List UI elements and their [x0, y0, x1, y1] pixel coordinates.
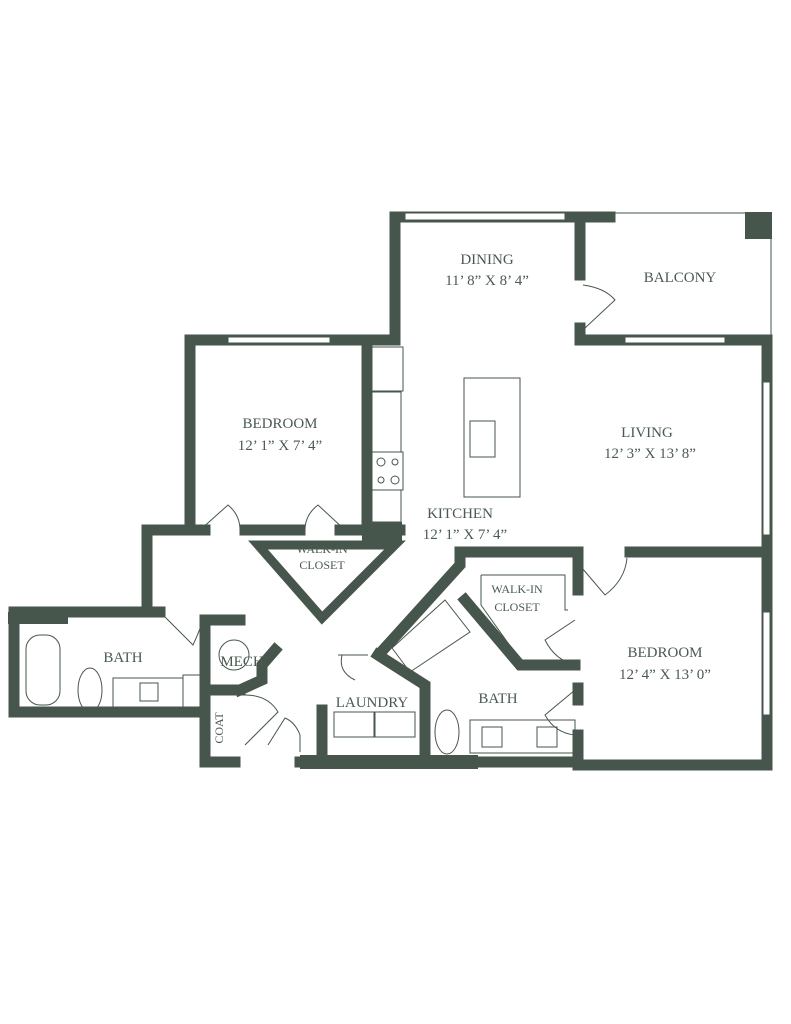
kitchen-sink — [469, 420, 496, 458]
walls — [8, 211, 773, 771]
walkin2-line2: CLOSET — [494, 600, 540, 614]
bath1-label: BATH — [103, 650, 142, 666]
bath2-label: BATH — [478, 691, 517, 707]
living-size: 12’ 3” X 13’ 8” — [604, 446, 696, 462]
bedroom1-size: 12’ 1” X 7’ 4” — [238, 438, 322, 454]
laundry-label: LAUNDRY — [336, 695, 409, 711]
balcony-label: BALCONY — [644, 270, 717, 286]
windows — [227, 212, 772, 716]
dining-size: 11’ 8” X 8’ 4” — [445, 273, 529, 289]
kitchen-size: 12’ 1” X 7’ 4” — [423, 527, 507, 543]
bedroom2-label: BEDROOM — [627, 645, 702, 661]
walkin1-line1: WALK-IN — [296, 542, 348, 556]
toilet — [77, 667, 103, 713]
bedroom2-size: 12’ 4” X 13’ 0” — [619, 667, 711, 683]
stove — [370, 451, 404, 491]
mech-label: MECH — [220, 654, 264, 670]
dryer — [374, 711, 416, 738]
refrigerator — [370, 346, 404, 392]
fixtures — [25, 346, 576, 755]
kitchen-label: KITCHEN — [427, 506, 493, 522]
bathtub — [25, 634, 61, 706]
living-label: LIVING — [621, 425, 673, 441]
doors — [162, 284, 628, 752]
coat-label: COAT — [212, 712, 226, 744]
dining-label: DINING — [460, 252, 513, 268]
walkin2-line1: WALK-IN — [491, 582, 543, 596]
washer — [333, 711, 375, 738]
kitchen-island — [463, 377, 521, 498]
walkin1-line2: CLOSET — [299, 558, 345, 572]
room-labels: DINING 11’ 8” X 8’ 4” BALCONY BEDROOM 12… — [103, 252, 716, 744]
bedroom1-label: BEDROOM — [242, 416, 317, 432]
